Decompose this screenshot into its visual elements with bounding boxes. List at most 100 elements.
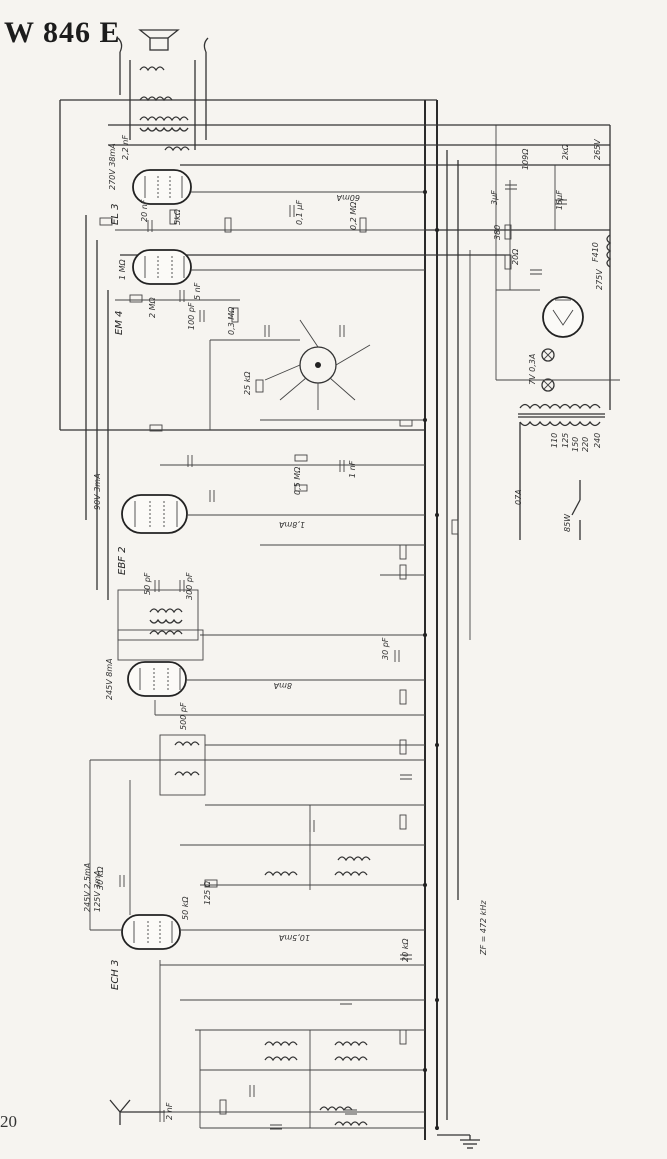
- label-f410: F410: [591, 242, 600, 262]
- schematic-element: [394, 650, 400, 662]
- schematic-element: [119, 875, 125, 887]
- schematic-element: [339, 460, 345, 472]
- if-transformer-2: [117, 629, 204, 661]
- component-label: 30 pF: [381, 637, 390, 660]
- label-tap-110: 110: [550, 433, 559, 448]
- schematic-element: [315, 362, 321, 368]
- schematic-element: [345, 1109, 357, 1115]
- label-tap-125: 125: [561, 433, 570, 448]
- schematic-element: [399, 689, 407, 705]
- component-label: 20 nF: [140, 199, 149, 222]
- label-lamp: 7V 0,3A: [528, 354, 537, 385]
- schematic-element: [224, 217, 232, 233]
- tube-if: 245V 8mA: [105, 658, 187, 700]
- mains-switch: [519, 422, 581, 540]
- label-275v: 275V: [595, 269, 604, 290]
- if-transformer-1: [117, 589, 199, 641]
- el3-rating: 270V 38mA: [108, 143, 117, 190]
- schematic-element: [504, 224, 512, 240]
- schematic-element: [435, 228, 439, 232]
- schematic-element: [264, 1041, 298, 1047]
- schematic-element: [138, 29, 180, 39]
- schematic-element: [174, 741, 200, 747]
- tube-em4: EM 4: [114, 249, 192, 335]
- schematic-element: [451, 519, 459, 535]
- schematic-element: [147, 220, 153, 232]
- schematic-element: [299, 319, 319, 348]
- filter-choke: [606, 125, 612, 410]
- schematic-element: [335, 344, 371, 366]
- schematic-element: [99, 217, 113, 226]
- wave-switch: [264, 319, 371, 410]
- label-if-frequency: ZF = 472 kHz: [479, 900, 488, 956]
- schematic-element: [399, 564, 407, 580]
- schematic-element: [231, 307, 239, 323]
- schematic-element: [552, 309, 574, 326]
- schematic-element: [174, 771, 200, 777]
- component-label: 0,3 MΩ: [227, 306, 236, 335]
- schematic-element: [339, 325, 345, 337]
- schematic-element: [187, 455, 193, 467]
- rf-coils: [264, 856, 371, 1127]
- label-10-5ma: 10,5mA: [279, 933, 310, 942]
- schematic-element: [117, 589, 199, 641]
- schematic-element: [149, 424, 163, 432]
- schematic-element: [337, 856, 371, 862]
- schematic-element: [109, 1099, 131, 1114]
- schematic-element: [329, 377, 356, 401]
- tube-el3: EL 3 270V 38mA: [108, 143, 192, 225]
- component-symbols: [99, 184, 567, 1130]
- antenna-icon: [109, 1099, 165, 1125]
- schematic-element: [264, 364, 301, 381]
- schematic-element: [179, 290, 185, 302]
- schematic-element: [400, 774, 412, 780]
- schematic-element: [127, 661, 187, 697]
- component-label: 5kΩ: [173, 208, 182, 225]
- schematic-element: [139, 126, 189, 132]
- schematic-element: [270, 1124, 282, 1130]
- schematic-element: [423, 190, 427, 194]
- label-tap-240: 240: [593, 433, 602, 448]
- page-number: 20: [0, 1112, 17, 1131]
- schematic-element: [319, 1106, 353, 1112]
- schematic-element: [264, 1056, 298, 1062]
- schematic-element: [159, 734, 206, 796]
- schematic-element: [359, 217, 367, 233]
- label-2kohm: 2kΩ: [561, 143, 570, 160]
- schematic-element: [294, 454, 308, 462]
- pilot-lamps: [541, 348, 555, 392]
- schematic-element: [149, 630, 183, 636]
- component-label: 2 nF: [165, 1102, 174, 1120]
- label-power: 85W: [563, 513, 572, 532]
- schematic-element: [255, 379, 264, 393]
- schematic-element: [399, 814, 407, 830]
- schematic-element: [435, 1126, 439, 1130]
- component-label: 125 Ω: [203, 880, 212, 905]
- schematic-element: [541, 378, 555, 392]
- schematic-element: [543, 350, 553, 360]
- schematic-element: [294, 484, 308, 492]
- schematic-element: [139, 116, 189, 122]
- schematic-element: [555, 199, 567, 205]
- schematic-element: [289, 205, 295, 217]
- schematic-element: [132, 169, 192, 205]
- schematic-element: [399, 419, 413, 427]
- schematic-element: [203, 37, 209, 53]
- schematic-element: [399, 1029, 407, 1045]
- schematic-element: [309, 820, 315, 832]
- schematic-element: [219, 1099, 227, 1115]
- schematic-element: [334, 1056, 368, 1062]
- schematic-element: [334, 1121, 368, 1127]
- schematic-element: [179, 580, 185, 592]
- ground-icon: [437, 1134, 480, 1149]
- component-label: 20 kΩ: [401, 938, 410, 962]
- schematic-element: [139, 96, 173, 102]
- schematic-element: [399, 739, 407, 755]
- schematic-element: [279, 377, 307, 401]
- schematic-element: [542, 296, 584, 338]
- label-109ohm: 109Ω: [521, 148, 530, 170]
- ebf2-rating: 90V 3mA: [93, 473, 102, 510]
- label-1-8ma: 1,8mA: [279, 520, 305, 529]
- label-380: 380: [493, 225, 502, 240]
- ech3-rating2: 125V 3mA: [93, 870, 102, 912]
